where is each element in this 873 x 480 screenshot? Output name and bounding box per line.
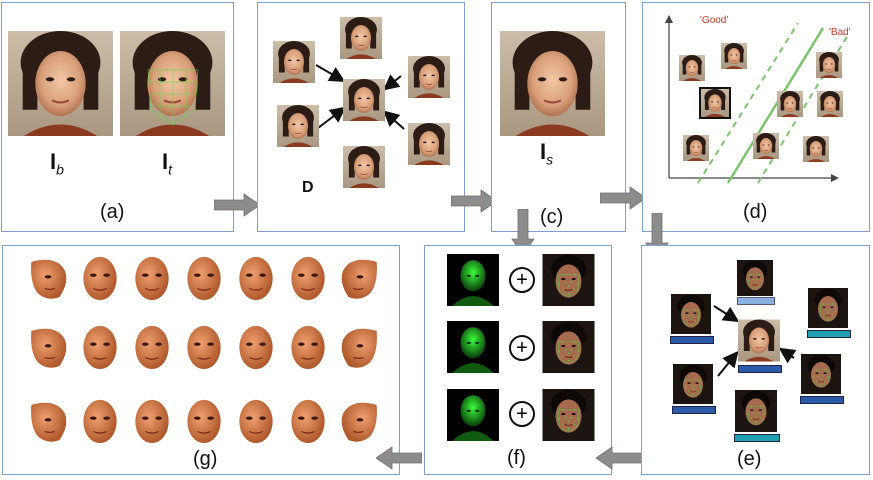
depth-map-3	[443, 389, 503, 441]
face-d-8	[803, 136, 829, 162]
flow-arrow-a-b	[214, 193, 260, 217]
render-3-6	[283, 394, 333, 449]
face-e-bottom	[734, 390, 778, 432]
panel-f: + + + (f)	[424, 245, 612, 475]
face-b-left1	[273, 41, 315, 83]
face-e-left1	[670, 294, 712, 334]
label-is: Is	[540, 139, 554, 168]
face-d-selected	[699, 87, 731, 119]
landmark-face-1	[541, 254, 596, 306]
label-it: It	[162, 149, 173, 178]
panel-f-label: (f)	[507, 447, 526, 469]
circled-plus-icon: +	[509, 335, 535, 361]
score-bar-right2	[800, 396, 844, 404]
landmark-face-3	[541, 389, 596, 441]
face-b-right1	[408, 56, 450, 98]
panel-b: D	[257, 2, 465, 232]
label-ib: Ib	[50, 149, 64, 178]
render-1-6	[283, 251, 333, 306]
landmark-face-2	[541, 321, 596, 373]
face-image-is	[500, 30, 605, 137]
depth-map-2	[443, 321, 503, 373]
panel-d-label: (d)	[743, 201, 768, 223]
render-1-4	[179, 251, 229, 306]
score-bar-left2	[672, 406, 716, 414]
face-b-right2	[408, 123, 450, 165]
panel-a: Ib It (a)	[1, 2, 234, 232]
render-1-3	[127, 251, 177, 306]
score-bar-left1	[670, 336, 714, 344]
face-e-right2	[800, 354, 842, 394]
face-d-5	[817, 91, 843, 117]
panel-g-label: (g)	[193, 448, 218, 470]
render-2-2	[75, 320, 125, 375]
render-3-4	[179, 394, 229, 449]
render-1-1	[23, 251, 73, 306]
face-d-2	[721, 43, 747, 69]
face-e-left2	[672, 364, 714, 404]
score-bar-bottom	[734, 434, 780, 442]
render-2-1	[23, 320, 73, 375]
face-d-3	[816, 52, 842, 78]
panel-a-label: (a)	[100, 201, 125, 223]
face-d-1	[679, 55, 705, 81]
face-d-4	[777, 91, 803, 117]
score-bar-right1	[807, 330, 851, 338]
render-1-2	[75, 251, 125, 306]
flow-arrow-f-g	[376, 446, 422, 470]
flow-arrow-e-f	[596, 446, 642, 470]
render-3-5	[231, 394, 281, 449]
render-3-1	[23, 394, 73, 449]
face-d-6	[683, 135, 709, 161]
face-b-top	[340, 17, 382, 59]
render-2-7	[335, 320, 385, 375]
render-2-3	[127, 320, 177, 375]
render-1-7	[335, 251, 385, 306]
panel-b-arrows	[315, 64, 405, 130]
face-e-top	[737, 260, 773, 296]
panel-e: (e)	[641, 245, 870, 475]
score-bar-center	[738, 365, 782, 373]
dictionary-label: D	[302, 179, 314, 196]
face-d-7	[753, 133, 779, 159]
face-b-bottom	[343, 146, 385, 188]
bad-label: 'Bad'	[829, 27, 851, 38]
good-label: 'Good'	[700, 15, 729, 26]
score-bar-top	[737, 297, 775, 305]
panel-e-label: (e)	[737, 448, 762, 470]
face-image-ib	[8, 30, 113, 137]
face-e-center	[738, 318, 780, 363]
render-3-2	[75, 394, 125, 449]
render-2-5	[231, 320, 281, 375]
render-2-6	[283, 320, 333, 375]
face-b-left2	[277, 105, 319, 147]
render-3-3	[127, 394, 177, 449]
panel-g: (g)	[2, 245, 400, 475]
row-1	[23, 251, 383, 311]
render-2-4	[179, 320, 229, 375]
panel-c-label: (c)	[540, 206, 564, 228]
row-3	[23, 394, 383, 454]
panel-d: 'Good' 'Bad' (d)	[642, 2, 870, 232]
flow-arrow-c-d	[600, 186, 646, 210]
depth-map-1	[443, 254, 503, 306]
circled-plus-icon: +	[509, 401, 535, 427]
render-1-5	[231, 251, 281, 306]
face-b-center	[343, 79, 385, 121]
face-image-it	[120, 30, 225, 137]
row-2	[23, 320, 383, 380]
circled-plus-icon: +	[509, 267, 535, 293]
render-3-7	[335, 394, 385, 449]
face-e-right1	[807, 288, 849, 328]
panel-e-arrows	[713, 305, 797, 377]
